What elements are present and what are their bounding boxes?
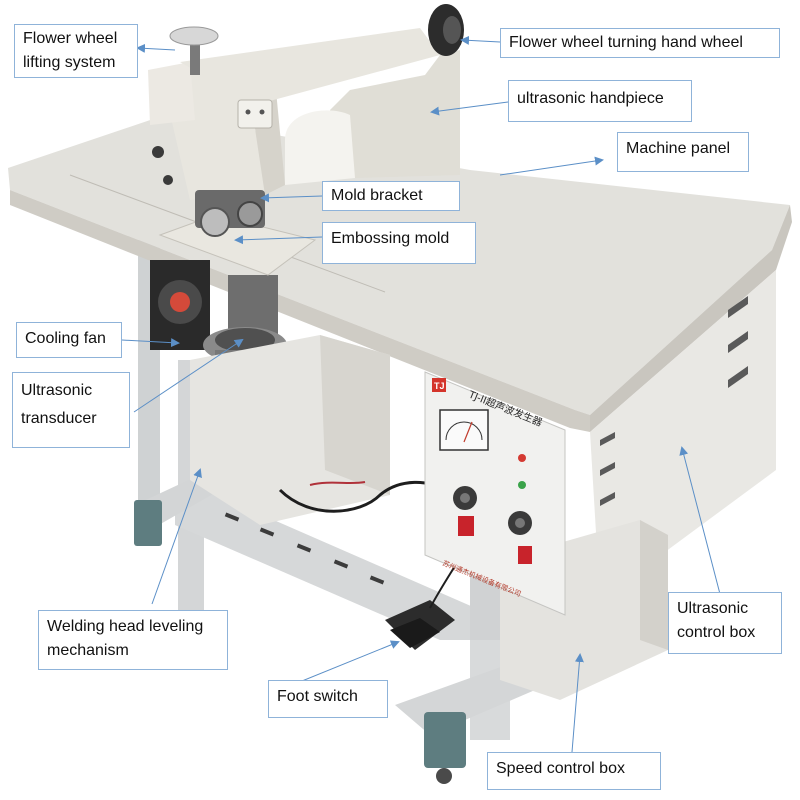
label-foot-switch: Foot switch — [268, 680, 388, 718]
label-line: Cooling fan — [25, 330, 106, 347]
leader-turning-hand-wheel — [460, 35, 501, 45]
leader-speed-box — [571, 653, 584, 753]
leader-flower-wheel-lifting — [136, 43, 176, 53]
embossing-wheel-icon — [200, 207, 230, 237]
red-indicator-icon — [518, 454, 526, 462]
label-line: Flower wheel turning hand wheel — [509, 34, 743, 51]
leader-mold-bracket — [260, 193, 323, 203]
label-line: mechanism — [47, 642, 129, 659]
leader-control-box — [679, 446, 721, 595]
leader-leveling-mechanism — [151, 468, 202, 605]
label-line: Speed control box — [496, 760, 625, 777]
machine-head — [148, 4, 464, 276]
label-line: control box — [677, 624, 756, 641]
brand-logo-icon — [432, 378, 446, 392]
label-cooling-fan: Cooling fan — [16, 322, 122, 358]
leader-handpiece — [430, 101, 509, 116]
label-line: transducer — [21, 410, 97, 427]
leader-lines — [121, 35, 721, 753]
lifting-knob-icon — [169, 26, 219, 46]
label-mold-bracket: Mold bracket — [322, 181, 460, 211]
label-line: Ultrasonic — [21, 382, 93, 399]
label-line: Welding head leveling — [47, 618, 204, 635]
power-switch-icon — [458, 516, 474, 536]
label-machine-panel: Machine panel — [617, 132, 749, 172]
stand-frame — [134, 240, 535, 784]
leader-machine-panel — [499, 156, 604, 176]
leader-embossing-mold — [234, 235, 323, 245]
label-ultrasonic-control-box: Ultrasonic control box — [668, 592, 782, 654]
ammeter-icon — [439, 409, 489, 451]
label-line: Flower wheel — [23, 30, 118, 47]
label-line: Machine panel — [626, 140, 731, 157]
label-flower-wheel-turning-hand-wheel: Flower wheel turning hand wheel — [500, 28, 780, 58]
label-embossing-mold: Embossing mold — [322, 222, 476, 264]
label-speed-control-box: Speed control box — [487, 752, 661, 790]
under-table-assembly — [150, 260, 471, 650]
label-ultrasonic-handpiece: ultrasonic handpiece — [508, 80, 692, 122]
panel-brand-mark: TJ — [434, 381, 445, 391]
test-switch-icon — [518, 546, 532, 564]
green-indicator-icon — [518, 481, 526, 489]
leader-cooling-fan — [121, 338, 180, 348]
label-welding-head-leveling-mechanism: Welding head leveling mechanism — [38, 610, 228, 670]
label-ultrasonic-transducer: Ultrasonic transducer — [12, 372, 130, 448]
label-line: Foot switch — [277, 688, 358, 705]
label-line: ultrasonic handpiece — [517, 90, 664, 107]
label-line: Ultrasonic — [677, 600, 749, 617]
leader-transducer — [133, 338, 244, 413]
label-line: Embossing mold — [331, 230, 450, 247]
label-line: Mold bracket — [331, 187, 423, 204]
label-flower-wheel-lifting-system: Flower wheel lifting system — [14, 24, 138, 78]
label-line: lifting system — [23, 54, 116, 71]
